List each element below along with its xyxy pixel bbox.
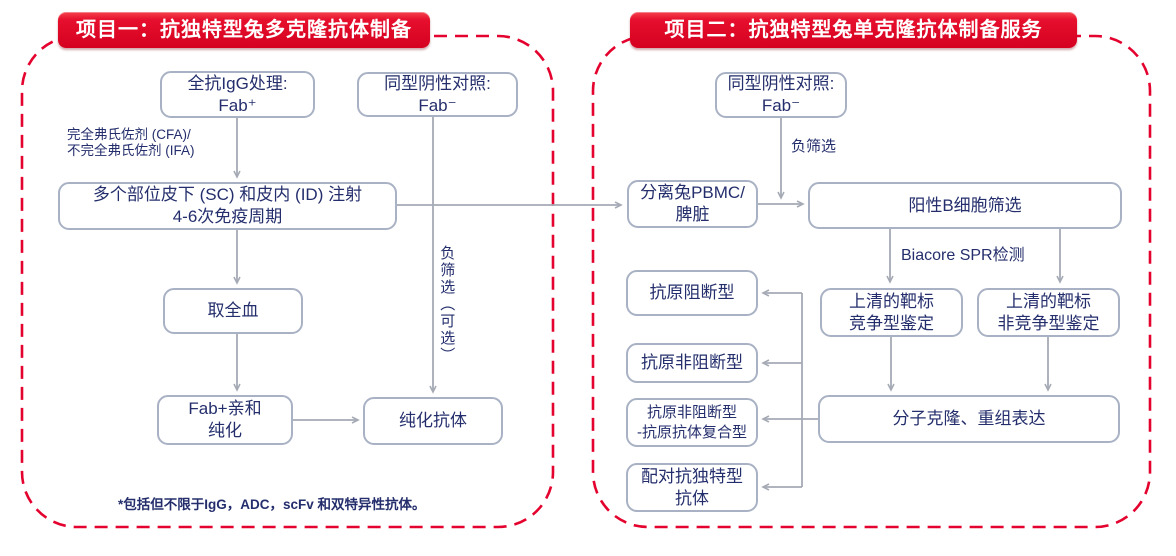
- node-purified-antibody: 纯化抗体: [363, 397, 503, 445]
- node-pbmc: 分离兔PBMC/ 脾脏: [627, 180, 758, 228]
- label-negative-screen-optional: 负筛选（可选）: [438, 245, 456, 364]
- node-antigen-non-blocking: 抗原非阻断型: [626, 343, 758, 383]
- node-b-cell-screen: 阳性B细胞筛选: [808, 182, 1122, 229]
- label-negative-screen: 负筛选: [791, 138, 837, 155]
- label-adjuvant: 完全弗氏佐剂 (CFA)/ 不完全弗氏佐剂 (IFA): [67, 127, 195, 159]
- panel1-title-banner: 项目一：抗独特型兔多克隆抗体制备: [58, 12, 430, 48]
- panel1-title: 项目一：抗独特型兔多克隆抗体制备: [76, 19, 412, 41]
- node-competitive-id: 上清的靶标 竞争型鉴定: [820, 288, 963, 337]
- node-isotype-control-1: 同型阴性对照: Fab⁻: [357, 72, 518, 117]
- node-non-competitive-id: 上清的靶标 非竞争型鉴定: [977, 288, 1120, 337]
- node-paired-anti-idiotype: 配对抗独特型 抗体: [626, 463, 758, 512]
- node-antigen-blocking: 抗原阻断型: [626, 270, 758, 316]
- node-whole-blood: 取全血: [163, 288, 303, 334]
- node-fab-affinity: Fab+亲和 纯化: [157, 395, 293, 445]
- node-antigen-antibody-complex: 抗原非阻断型 -抗原抗体复合型: [626, 398, 758, 447]
- panel1-footnote: *包括但不限于IgG，ADC，scFv 和双特异性抗体。: [118, 497, 426, 512]
- node-cloning-expression: 分子克隆、重组表达: [818, 395, 1120, 443]
- label-biacore-spr: Biacore SPR检测: [901, 247, 1025, 264]
- panel2-title-banner: 项目二：抗独特型兔单克隆抗体制备服务: [630, 12, 1077, 48]
- node-whole-igg: 全抗IgG处理: Fab⁺: [160, 71, 315, 118]
- node-injection: 多个部位皮下 (SC) 和皮内 (ID) 注射 4-6次免疫周期: [58, 182, 397, 230]
- panel2-title: 项目二：抗独特型兔单克隆抗体制备服务: [664, 19, 1043, 41]
- node-isotype-control-2: 同型阴性对照: Fab⁻: [715, 72, 847, 118]
- panel1-arrows: [237, 117, 621, 420]
